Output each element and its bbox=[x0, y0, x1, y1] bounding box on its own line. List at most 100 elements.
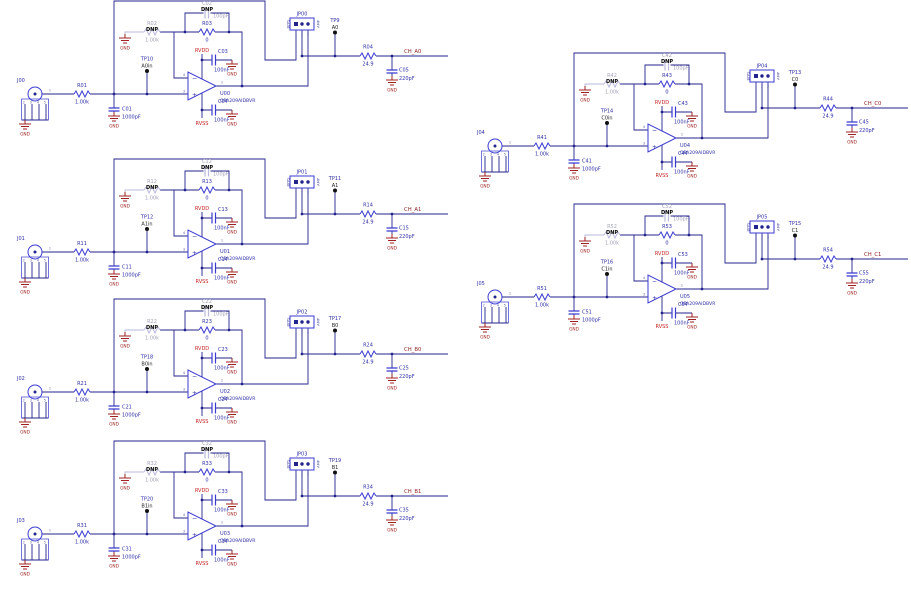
opamp-partnumber: OPA209AIDBVR bbox=[680, 150, 716, 156]
output-cap bbox=[385, 227, 399, 232]
output-resistor bbox=[359, 210, 377, 218]
coax-connector: 2 3 4 5 1 J01 bbox=[16, 236, 51, 296]
vdd-cap-ref: C23 bbox=[218, 347, 228, 353]
dnp-flag: DNP bbox=[201, 165, 213, 171]
input-cap-ref: C21 bbox=[122, 405, 132, 411]
vdd-decoupling-cap bbox=[671, 105, 677, 119]
testpoint-ref: TP16 bbox=[600, 260, 613, 266]
dnp-feedback-cap-value: 100pF bbox=[213, 172, 229, 178]
jumper-pin2-label: 2 bbox=[301, 473, 303, 477]
rvdd-wire bbox=[201, 352, 232, 377]
input-resistor-ref: R51 bbox=[537, 286, 547, 292]
output-cap bbox=[385, 509, 399, 514]
rvss-label: RVSS bbox=[196, 561, 209, 567]
output-resistor-ref: R14 bbox=[363, 203, 373, 209]
input-cap-ref: C31 bbox=[122, 547, 132, 553]
vdd-cap-value: 100nF bbox=[214, 226, 230, 232]
output-resistor bbox=[819, 255, 837, 263]
dnp-gain-resistor-value: 1.00k bbox=[145, 336, 159, 342]
vss-cap-value: 100nF bbox=[674, 170, 690, 176]
opamp-pin1-label: 1 bbox=[221, 81, 223, 85]
jumper-ref: JP02 bbox=[296, 310, 308, 316]
dnp-flag: DNP bbox=[201, 447, 213, 453]
dnp-cap-loop-wire bbox=[184, 452, 230, 472]
dnp-cap-loop-wire bbox=[184, 310, 230, 330]
amp-output-wire bbox=[216, 328, 309, 385]
output-resistor bbox=[819, 104, 837, 112]
output-cap-ref: C35 bbox=[399, 508, 409, 514]
dnp-cap-loop-wire bbox=[644, 215, 690, 235]
dnp-flag: DNP bbox=[146, 27, 158, 33]
vdd-cap-ref: C53 bbox=[678, 252, 688, 258]
bypass-amp-jumper: JP02 BYPS AMP 1 2 3 bbox=[287, 310, 321, 335]
opamp-pin4-label: 4 bbox=[183, 73, 185, 77]
junction-dots bbox=[112, 328, 394, 410]
rvss-label: RVSS bbox=[656, 173, 669, 179]
output-cap-value: 220pF bbox=[399, 374, 415, 380]
opamp-ref: U05 bbox=[680, 294, 690, 300]
output-resistor bbox=[359, 52, 377, 60]
channel-net-label: CH_A0 bbox=[404, 49, 422, 55]
opamp-pin4-label: 4 bbox=[643, 125, 645, 129]
channel-net-label: CH_B0 bbox=[404, 347, 422, 353]
vdd-decoupling-cap bbox=[211, 351, 217, 365]
channel-schematic: 2 3 4 5 1 J00 TP10 A0in R01 1.00k C01 10… bbox=[16, 0, 448, 138]
connector-pin3-label: 3 bbox=[30, 399, 32, 403]
dnp-flag: DNP bbox=[146, 185, 158, 191]
jumper-pin3-label: 3 bbox=[767, 85, 769, 89]
jumper-amp-label: AMP bbox=[317, 317, 321, 326]
coax-connector: 2 3 4 5 1 J05 bbox=[476, 281, 511, 341]
rvdd-label: RVDD bbox=[195, 346, 209, 352]
opamp-pin3-label: 3 bbox=[183, 530, 185, 534]
jumper-pin3-label: 3 bbox=[307, 33, 309, 37]
opamp-pin3-label: 3 bbox=[183, 90, 185, 94]
feedback-resistor-ref: R33 bbox=[202, 461, 212, 467]
coax-connector: 2 3 4 5 1 J00 bbox=[16, 78, 51, 138]
output-cap-ref: C55 bbox=[859, 271, 869, 277]
minus-input-mark: − bbox=[192, 76, 197, 83]
amp-output-wire bbox=[216, 30, 309, 87]
opamp-pin3-label: 3 bbox=[643, 293, 645, 297]
rvdd-label: RVDD bbox=[195, 488, 209, 494]
dnp-flag: DNP bbox=[661, 210, 673, 216]
coax-connector: 2 3 4 5 1 J03 bbox=[16, 518, 51, 578]
vdd-cap-ref: C33 bbox=[218, 489, 228, 495]
connector-pin3-label: 3 bbox=[30, 259, 32, 263]
jumper-amp-label: AMP bbox=[317, 19, 321, 28]
junction-dots bbox=[112, 188, 394, 270]
vdd-decoupling-cap bbox=[211, 211, 217, 225]
bypass-amp-jumper: JP03 BYPS AMP 1 2 3 bbox=[287, 452, 321, 477]
feedback-resistor bbox=[198, 326, 216, 334]
input-resistor bbox=[73, 90, 91, 98]
testpoint-ref: TP10 bbox=[140, 57, 153, 63]
jumper-pin1-label: 1 bbox=[295, 473, 297, 477]
testpoint-net: A0 bbox=[332, 25, 339, 31]
minus-input-mark: − bbox=[652, 279, 657, 286]
input-resistor-value: 1.00k bbox=[75, 100, 89, 106]
opamp-pin3-label: 3 bbox=[183, 248, 185, 252]
output-cap-value: 220pF bbox=[399, 234, 415, 240]
channel-block-b0: 2 3 4 5 1 J02 TP18 B0in R21 1.00k C21 10… bbox=[2, 296, 462, 448]
dnp-gain-resistor-value: 1.00k bbox=[145, 196, 159, 202]
jumper-pin3-label: 3 bbox=[307, 191, 309, 195]
testpoint-ref: TP19 bbox=[328, 458, 341, 464]
amp-output-wire bbox=[216, 470, 309, 527]
testpoint-stems bbox=[146, 192, 336, 252]
jumper-pin3-label: 3 bbox=[307, 331, 309, 335]
connector-pin2-label: 2 bbox=[23, 399, 25, 403]
dnp-feedback-wire bbox=[584, 234, 604, 237]
connector-pin5-label: 5 bbox=[44, 541, 46, 545]
bypass-amp-jumper: JP05 BYPS AMP 1 2 3 bbox=[747, 215, 781, 240]
feedback-resistor bbox=[658, 231, 676, 239]
dnp-feedback-wire bbox=[124, 329, 144, 332]
opamp-pin3-label: 3 bbox=[643, 142, 645, 146]
vss-cap-ref: C04 bbox=[218, 99, 228, 105]
opamp-partnumber: OPA209AIDBVR bbox=[680, 301, 716, 307]
opamp-partnumber: OPA209AIDBVR bbox=[220, 538, 256, 544]
output-cap-value: 220pF bbox=[399, 76, 415, 82]
input-resistor-value: 1.00k bbox=[75, 258, 89, 264]
jumper-pin1-label: 1 bbox=[295, 331, 297, 335]
dnp-feedback-cap-value: 100pF bbox=[673, 66, 689, 72]
opamp-symbol: − + 4 3 1 U05 OPA209AIDBVR bbox=[643, 274, 716, 307]
